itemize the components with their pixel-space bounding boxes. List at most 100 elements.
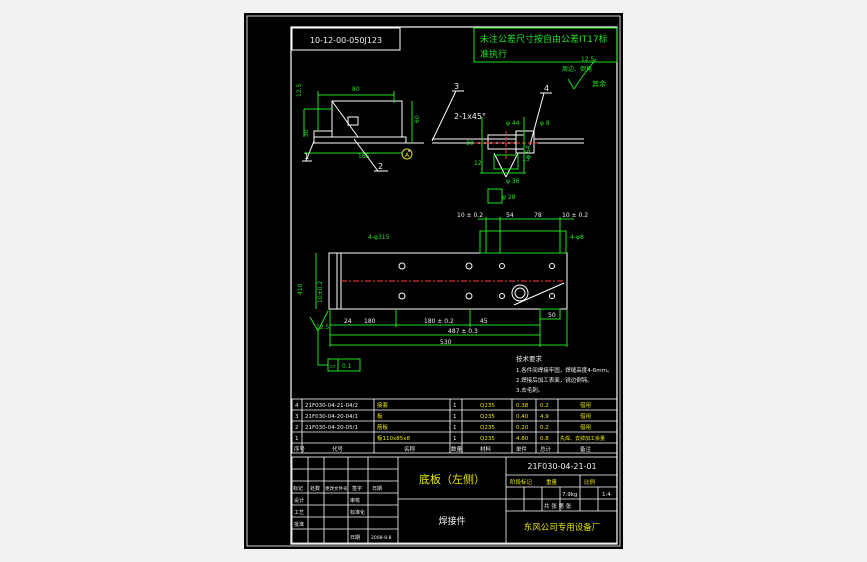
bom-row-4-mat: Q235: [480, 403, 495, 409]
bom-h-remark: 备注: [580, 445, 592, 453]
bom-row-3-qty: 1: [453, 414, 457, 420]
bom-row-4-wt: 0.38: [516, 403, 529, 409]
bom-row-4-remark: 借用: [580, 401, 591, 409]
dim-phi36: φ 36: [506, 178, 520, 185]
section-marker: A: [405, 152, 410, 159]
code-box-text: 10-12-00-050J123: [310, 36, 382, 45]
dim-45: 45: [480, 318, 488, 325]
tech-req-2: 2.焊接后加工表面，锐边倒钝。: [516, 376, 593, 384]
bom-h-total: 总计: [540, 445, 552, 453]
bom-row-3-seq: 3: [295, 414, 299, 420]
dim-180-tol: 180 ± 0.2: [424, 318, 454, 325]
surface-value-1: 12.5: [581, 56, 595, 63]
code-box: [291, 27, 401, 51]
role-approve: 批准: [294, 521, 304, 528]
bom-row-2-total: 0.2: [540, 425, 549, 431]
bom-row-4-qty: 1: [453, 403, 457, 409]
title-date: 2008-8-8: [371, 535, 392, 541]
part-name: 底板（左侧）: [419, 472, 485, 486]
dim-30b: 30: [466, 140, 474, 147]
bom-h-mat: 材料: [480, 445, 492, 453]
balloon-4: 4: [544, 84, 549, 93]
bom-h-name: 名称: [404, 445, 416, 453]
dim-30: 30: [303, 129, 310, 137]
hole-callout-2: 4-φ8: [570, 234, 584, 241]
role-design: 设计: [294, 497, 304, 504]
dim-15: 15: [522, 156, 530, 163]
section-marker-circle: [401, 148, 413, 160]
dim-12-5: 12.5: [296, 83, 303, 97]
dim-24: 24: [344, 318, 352, 325]
bom-row-1-mat: Q235: [480, 436, 495, 442]
chamfer-dim: 2-1x45°: [454, 112, 486, 121]
dim-50: 50: [548, 312, 556, 319]
datum-box: [487, 188, 503, 204]
bom-h-unit: 单件: [516, 445, 528, 453]
dim-410: 410: [297, 283, 304, 295]
weight-label: 重量: [546, 478, 558, 486]
title-block: [291, 456, 618, 544]
assembly-type: 焊接件: [438, 515, 465, 527]
dim-10-left: 10 ± 0.2: [457, 212, 483, 219]
bom-row-3-total: 4.9: [540, 414, 549, 420]
balloon-2: 2: [378, 162, 383, 171]
drawing-number: 21F030-04-21-01: [527, 462, 596, 471]
leader-line: [317, 331, 328, 366]
bom-row-2-mat: Q235: [480, 425, 495, 431]
dim-10-right: 10 ± 0.2: [562, 212, 588, 219]
dim-phi44: φ 44: [506, 120, 520, 127]
top-view-left-part: [303, 91, 424, 154]
stage-label: 阶段标记: [510, 478, 533, 486]
drawing-sheet: 10-12-00-050J123 未注公差尺寸按自由公差IT17标 准执行 其余…: [244, 13, 623, 549]
weight-value: 7.9kg: [562, 492, 577, 498]
bom-rows: 4 21F030-04-21-04/2 接套 1 Q235 0.38 0.2 借…: [294, 401, 605, 453]
dim-60: 60: [414, 115, 421, 123]
bom-row-4-total: 0.2: [540, 403, 549, 409]
bom-row-1-remark: 先焊、去掉加工余量: [560, 435, 605, 442]
flatness-symbol: ▱: [330, 362, 336, 370]
bom-row-4-name: 接套: [377, 401, 389, 409]
rev-h-sign: 签字: [352, 485, 362, 492]
bom-row-2-qty: 1: [453, 425, 457, 431]
bom-table: [291, 398, 618, 454]
bom-row-1-seq: 1: [295, 436, 299, 442]
dim-78: 78: [534, 212, 542, 219]
bom-row-2-wt: 0.20: [516, 425, 529, 431]
dim-12: 12: [474, 160, 482, 167]
tech-req-1: 1.各件间焊接牢固，焊缝高度4-6mm。: [516, 366, 612, 374]
role-date: 日期: [350, 535, 360, 541]
dim-165: 165: [358, 153, 370, 160]
main-view-plate: [315, 217, 574, 347]
bom-row-3-name: 板: [377, 412, 383, 420]
bom-row-4-code: 21F030-04-21-04/2: [305, 403, 358, 409]
dim-180: 180: [364, 318, 376, 325]
surface-value-2: 周边、倒角: [562, 65, 592, 73]
dim-phi54: φ 54: [525, 145, 532, 159]
role-process: 工艺: [294, 510, 304, 516]
bom-h-code: 代号: [332, 445, 344, 453]
bom-row-3-mat: Q235: [480, 414, 495, 420]
bom-row-1-qty: 1: [453, 436, 457, 442]
bom-row-2-seq: 2: [295, 425, 299, 431]
top-view-right-part: [432, 117, 584, 178]
role-check: 审核: [350, 497, 360, 504]
rev-h-doc: 更改文件号: [325, 485, 348, 492]
scale-label: 比例: [584, 478, 596, 486]
company-name: 东风公司专用设备厂: [524, 522, 601, 533]
dim-phi28: φ 28: [502, 194, 516, 201]
dim-487: 487 ± 0.3: [448, 328, 478, 335]
bom-row-3-wt: 0.40: [516, 414, 529, 420]
dim-10-vert: 10±0.2: [317, 281, 324, 303]
surface-finish-symbol: [567, 58, 597, 90]
bom-row-3-code: 21F030-04-20-04/1: [305, 414, 358, 420]
rev-h-mark: 标记: [293, 485, 303, 492]
tolerance-note-line1: 未注公差尺寸按自由公差IT17标: [480, 33, 608, 45]
dim-54: 54: [506, 212, 514, 219]
dim-phi8: φ 8: [540, 120, 550, 127]
tech-req-title: 技术要求: [516, 354, 543, 363]
dim-530: 530: [440, 339, 452, 346]
flatness-frame: [327, 358, 361, 372]
bom-row-2-name: 筋板: [377, 423, 389, 431]
surface-note-label: 其余: [592, 79, 606, 88]
bom-row-1-total: 0.8: [540, 436, 549, 442]
